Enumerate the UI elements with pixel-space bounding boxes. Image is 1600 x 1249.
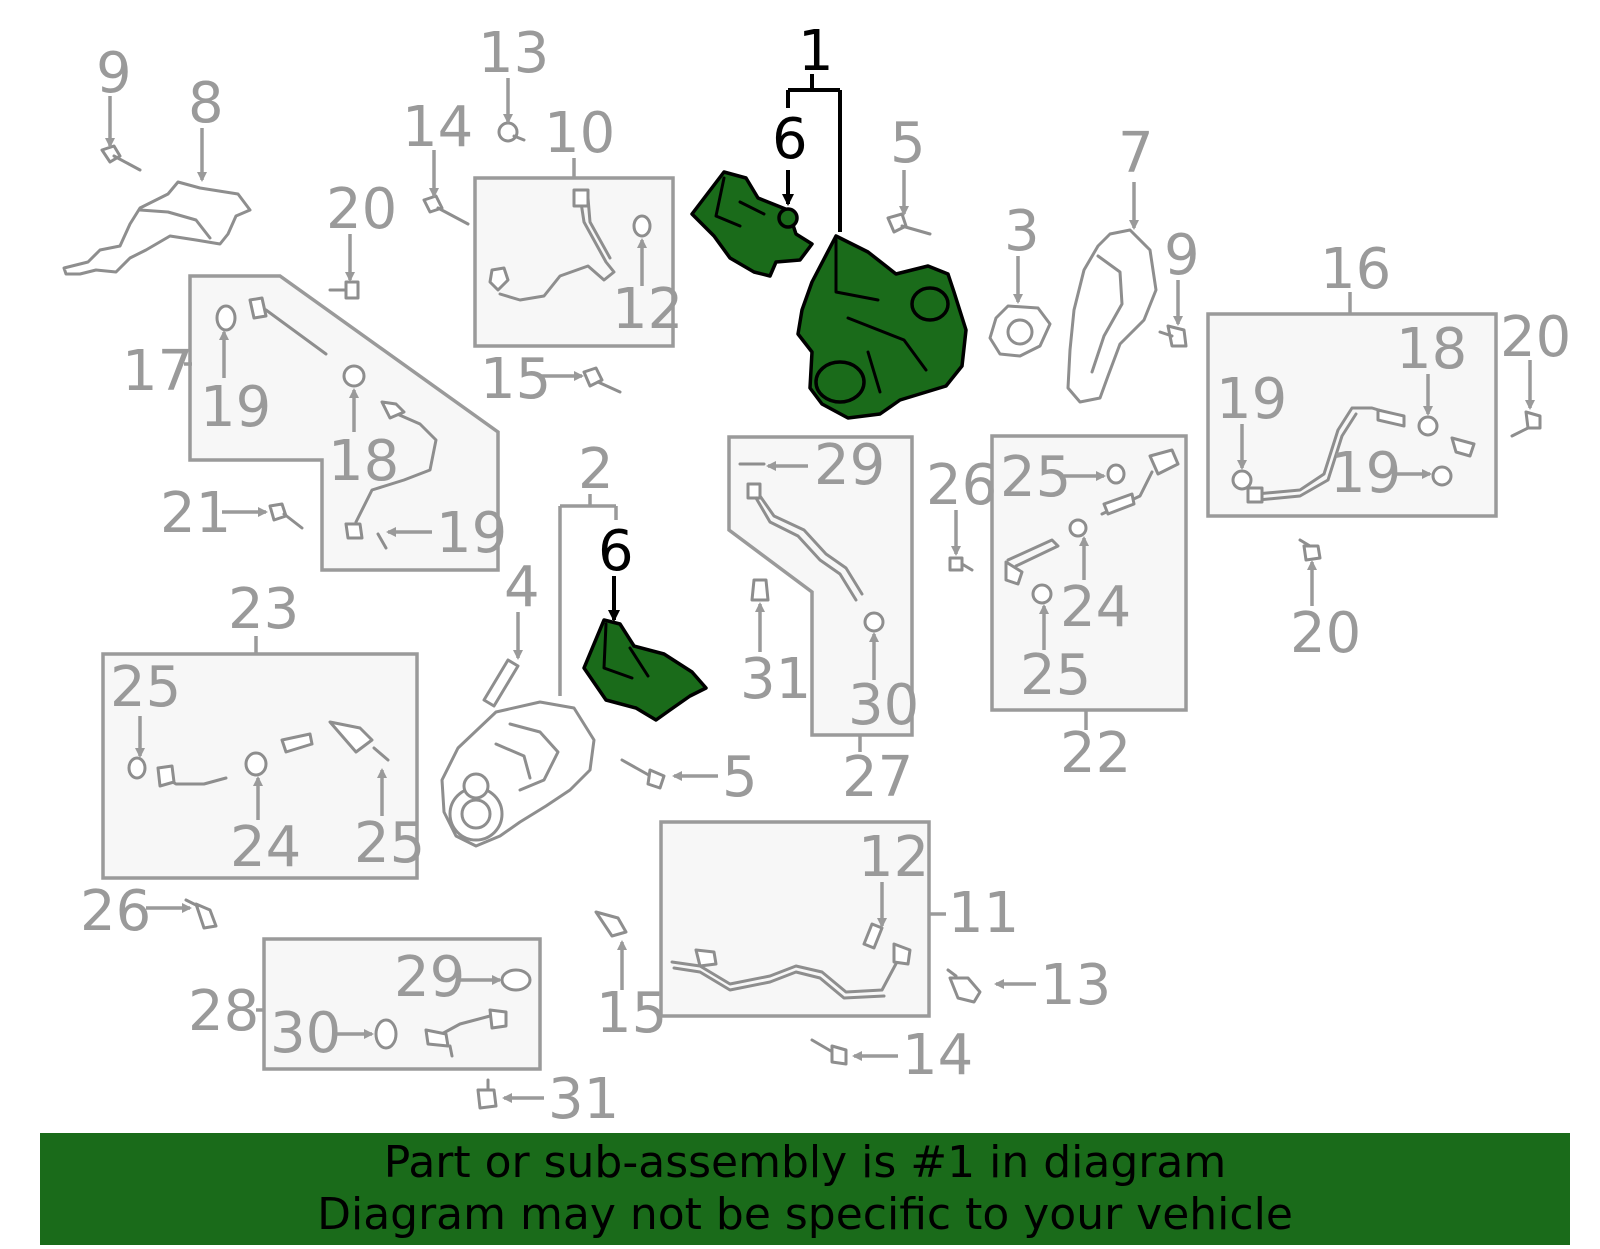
- bolt-part-20-lower: [1298, 538, 1322, 562]
- callout-30-b: 30: [270, 1001, 341, 1066]
- sensor-part-15-lower: [594, 910, 628, 938]
- bolt-part-5-lower: [620, 758, 666, 790]
- nut-part-13: [497, 121, 526, 143]
- box-27: [727, 435, 914, 737]
- gasket-part-3: [988, 304, 1052, 358]
- callout-12-lower: 12: [858, 825, 929, 890]
- callout-31-a: 31: [740, 647, 811, 712]
- disclaimer-banner: Part or sub-assembly is #1 in diagram Di…: [40, 1133, 1570, 1245]
- callout-19-a: 19: [200, 375, 271, 440]
- actuator-part-6-top: [690, 170, 814, 278]
- bolt-part-21: [268, 502, 304, 530]
- hose-part-28: [374, 968, 532, 1058]
- actuator-part-6-lower: [582, 618, 708, 722]
- callout-6-lower: 6: [598, 519, 634, 584]
- callout-1: 1: [798, 19, 834, 84]
- callout-17: 17: [122, 339, 193, 404]
- oil-line-part-23: [127, 720, 390, 788]
- callout-14: 14: [402, 95, 473, 160]
- callout-24-a: 24: [1060, 575, 1131, 640]
- callout-19-d: 19: [1330, 441, 1401, 506]
- callout-15-lower: 15: [596, 981, 667, 1046]
- callout-9: 9: [96, 41, 132, 106]
- callout-26-mid: 26: [926, 453, 997, 518]
- callout-16: 16: [1320, 237, 1391, 302]
- callout-14-lower: 14: [902, 1023, 973, 1088]
- banner-line-2: Diagram may not be specific to your vehi…: [317, 1189, 1293, 1240]
- callout-8: 8: [188, 71, 224, 136]
- callout-19-c: 19: [1216, 367, 1287, 432]
- bolt-part-5-top: [886, 212, 932, 236]
- callout-11: 11: [948, 881, 1019, 946]
- callout-5-top: 5: [890, 111, 926, 176]
- callout-29-b: 29: [394, 945, 465, 1010]
- callout-31-b: 31: [548, 1067, 619, 1132]
- callout-25-c: 25: [110, 655, 181, 720]
- callout-13-lower: 13: [1040, 953, 1111, 1018]
- callout-25-b: 25: [1020, 643, 1091, 708]
- callout-13: 13: [478, 21, 549, 86]
- stud-part-20-top: [328, 280, 360, 300]
- box-28: [262, 937, 542, 1071]
- box-17: [188, 274, 500, 572]
- coolant-pipe-part-27: [738, 462, 885, 633]
- bolt-part-20-right: [1510, 410, 1542, 438]
- callout-22: 22: [1060, 721, 1131, 786]
- bolt-part-14: [422, 194, 470, 226]
- callout-23: 23: [228, 577, 299, 642]
- callout-19-b: 19: [436, 501, 507, 566]
- callout-6-top: 6: [772, 107, 808, 172]
- callout-27: 27: [842, 745, 913, 810]
- oil-line-part-16: [1231, 406, 1476, 504]
- sensor-part-15-top: [582, 366, 622, 394]
- callout-4: 4: [504, 555, 540, 620]
- oil-pipe-part-10: [488, 188, 652, 302]
- oil-line-part-22: [1004, 448, 1180, 605]
- bolt-part-9: [100, 144, 142, 172]
- callout-20-right: 20: [1500, 305, 1571, 370]
- heat-shield-part-7: [1066, 228, 1158, 404]
- callout-24-b: 24: [230, 815, 301, 880]
- callout-29-a: 29: [814, 433, 885, 498]
- banner-line-1: Part or sub-assembly is #1 in diagram: [383, 1137, 1227, 1188]
- bolt-part-9-right: [1158, 324, 1188, 348]
- callout-12-top: 12: [612, 277, 683, 342]
- callout-18-a: 18: [328, 429, 399, 494]
- callout-15-top: 15: [480, 347, 551, 412]
- leader-2-bracket: [558, 504, 618, 696]
- callout-26-lower: 26: [80, 879, 151, 944]
- box-22: [990, 434, 1188, 712]
- turbocharger-part-1: [796, 234, 968, 420]
- callout-30-a: 30: [848, 673, 919, 738]
- clip-part-4: [482, 658, 520, 708]
- bolt-part-26-mid: [948, 556, 974, 572]
- callout-9-right: 9: [1164, 223, 1200, 288]
- callout-3: 3: [1004, 199, 1040, 264]
- bolt-part-14-lower: [810, 1038, 848, 1066]
- callout-21: 21: [160, 481, 231, 546]
- callout-2: 2: [578, 437, 614, 502]
- callout-18-b: 18: [1396, 317, 1467, 382]
- callout-7: 7: [1118, 121, 1154, 186]
- callout-20: 20: [326, 177, 397, 242]
- callout-28: 28: [188, 979, 259, 1044]
- callout-25-d: 25: [354, 811, 425, 876]
- bolt-part-13-lower: [946, 968, 982, 1004]
- callout-20-lower: 20: [1290, 601, 1361, 666]
- callout-5-lower: 5: [722, 745, 758, 810]
- heat-shield-part-8: [62, 180, 252, 276]
- callout-10: 10: [544, 101, 615, 166]
- oil-line-part-17: [215, 296, 438, 550]
- bolt-part-26-lower: [184, 898, 218, 930]
- turbocharger-part-2: [440, 700, 596, 848]
- callout-25-a: 25: [1000, 445, 1071, 510]
- bolt-part-31-lower: [476, 1078, 498, 1110]
